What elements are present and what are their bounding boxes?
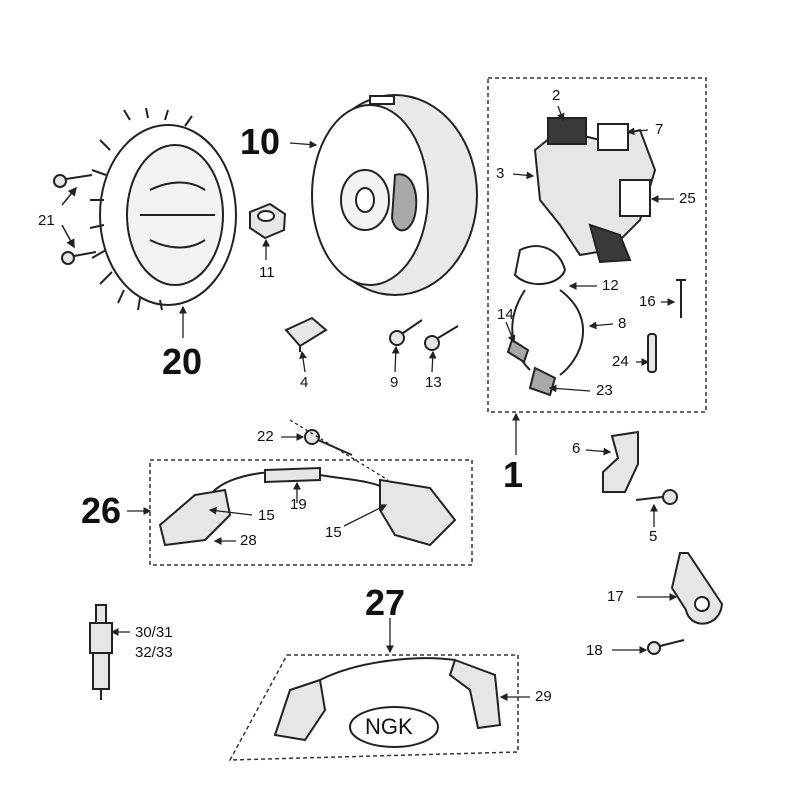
hv-cable-assembly — [158, 466, 457, 547]
key-4 — [284, 316, 328, 352]
callout-27: 27 — [365, 582, 406, 623]
ngk-brand-label: NGK — [365, 714, 413, 739]
callout-26: 26 — [81, 490, 122, 531]
callout-22: 22 — [257, 428, 274, 445]
callout-4: 4 — [300, 374, 309, 391]
callout-20: 20 — [162, 341, 203, 382]
screw-18 — [647, 639, 685, 655]
callout-11: 11 — [259, 264, 275, 281]
callout-14: 14 — [497, 306, 514, 323]
group-box-spark-cap — [228, 654, 519, 761]
callout-3: 3 — [496, 165, 505, 182]
callout-8: 8 — [618, 315, 627, 332]
callout-32-33: 32/33 — [135, 644, 173, 661]
screw-21-a — [53, 174, 93, 188]
callout-7: 7 — [655, 121, 664, 138]
callout-29: 29 — [535, 688, 552, 705]
cooling-fan — [89, 107, 237, 311]
screw-13 — [424, 325, 459, 351]
leader-lines — [110, 105, 678, 701]
callout-25: 25 — [679, 190, 696, 207]
callout-21: 21 — [38, 212, 55, 229]
callout-30-31: 30/31 — [135, 624, 173, 641]
flywheel — [311, 94, 478, 296]
clip-24 — [647, 333, 657, 373]
callout-18: 18 — [586, 642, 603, 659]
callout-1: 1 — [503, 454, 524, 495]
spark-plug-cap — [273, 657, 502, 748]
callout-13: 13 — [425, 374, 442, 391]
callout-19: 19 — [290, 496, 307, 513]
screw-16 — [676, 279, 686, 318]
nut-11 — [249, 202, 287, 240]
callout-5: 5 — [649, 528, 658, 545]
screw-22 — [304, 429, 353, 456]
callout-28: 28 — [240, 532, 257, 549]
callout-12: 12 — [602, 277, 619, 294]
screw-21-b — [61, 251, 97, 265]
callout-2: 2 — [552, 87, 561, 104]
callout-23: 23 — [596, 382, 613, 399]
callout-6: 6 — [572, 440, 581, 457]
bolt-5 — [635, 489, 678, 505]
cover-17 — [670, 552, 724, 625]
callout-17: 17 — [607, 588, 624, 605]
callout-15-right: 15 — [325, 524, 342, 541]
callout-24: 24 — [612, 353, 629, 370]
bracket-6 — [602, 430, 639, 493]
group-box-ignition-module — [487, 77, 707, 413]
spark-plug — [89, 604, 113, 700]
ignition-module — [506, 117, 657, 397]
callout-15-left: 15 — [258, 507, 275, 524]
callout-9: 9 — [390, 374, 399, 391]
callout-16: 16 — [639, 293, 656, 310]
screw-9 — [389, 319, 423, 346]
callout-10: 10 — [240, 121, 281, 162]
